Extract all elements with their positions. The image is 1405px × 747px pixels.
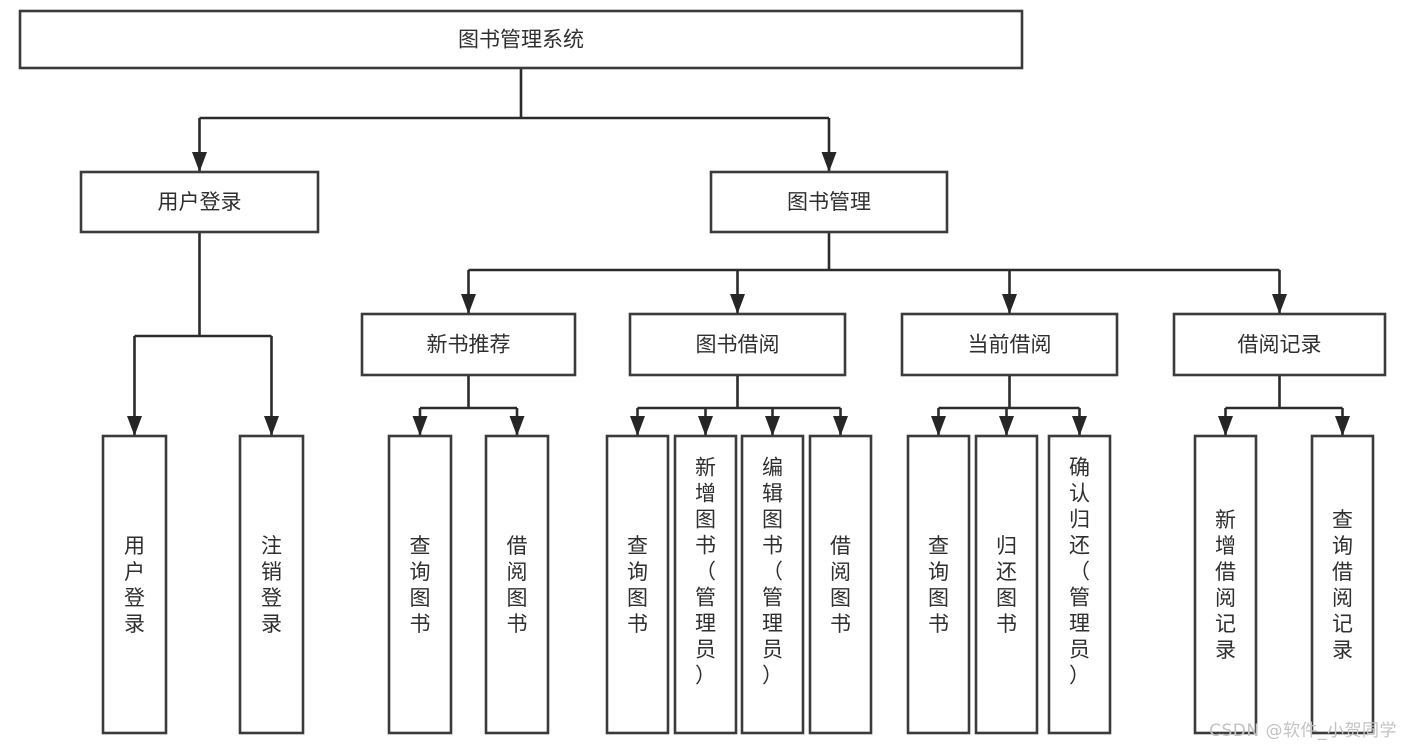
level3-node-3[interactable]: 借阅记录 [1172, 312, 1387, 377]
level2-node-label-0: 用户登录 [158, 190, 242, 214]
leaf-node-10-rect[interactable] [1047, 434, 1112, 735]
level3-node-label-1: 图书借阅 [696, 333, 780, 357]
level3-1-to-leaves-arrow-0 [630, 416, 645, 436]
leaf-node-2-rect[interactable] [387, 434, 453, 735]
leaf-node-4[interactable]: 查询图书 [605, 434, 670, 735]
leaf-node-4-rect[interactable] [605, 434, 670, 735]
level3-0-to-leaves-arrow-1 [509, 416, 525, 436]
level3-node-1-rect[interactable] [628, 312, 847, 377]
leaf-node-8-rect[interactable] [906, 434, 971, 735]
leaf-node-label-0: 用户登录 [124, 534, 145, 636]
leaf-node-label-8: 查询图书 [928, 534, 949, 636]
level3-0-to-leaves-arrow-0 [412, 416, 428, 436]
leaf-node-0[interactable]: 用户登录 [101, 434, 168, 735]
leaf-node-7-rect[interactable] [808, 434, 873, 735]
root-to-level2-arrow-1 [821, 152, 837, 172]
node-layer: 图书管理系统用户登录图书管理新书推荐图书借阅当前借阅借阅记录用户登录注销登录查询… [18, 9, 1387, 735]
leaf-node-1-rect[interactable] [238, 434, 305, 735]
level2-node-1[interactable]: 图书管理 [709, 170, 949, 234]
leaf-node-9[interactable]: 归还图书 [974, 434, 1039, 735]
root-to-level2-arrow-0 [192, 152, 207, 172]
leaf-node-0-rect[interactable] [101, 434, 168, 735]
level3-node-3-rect[interactable] [1172, 312, 1387, 377]
leaf-node-12[interactable]: 查询借阅记录 [1310, 434, 1375, 735]
login-to-leaves-arrow-1 [264, 416, 279, 436]
leaf-node-6-rect[interactable] [740, 434, 805, 735]
login-to-leaves-arrow-0 [127, 416, 142, 436]
root-node-book-management-system[interactable]: 图书管理系统 [18, 9, 1024, 70]
level3-2-to-leaves-arrow-0 [931, 416, 946, 436]
level3-3-to-leaves-arrow-1 [1335, 416, 1350, 436]
leaf-node-11[interactable]: 新增借阅记录 [1193, 434, 1258, 735]
level3-node-label-0: 新书推荐 [427, 333, 511, 357]
leaf-node-label-9: 归还图书 [996, 534, 1017, 636]
leaf-node-label-4: 查询图书 [627, 534, 648, 636]
level3-node-0-rect[interactable] [360, 312, 577, 377]
leaf-node-label-5: 新增图书（管理员） [695, 455, 716, 687]
level3-1-to-leaves-arrow-3 [833, 416, 848, 436]
level3-1-to-leaves-arrow-2 [765, 416, 780, 436]
level2-node-0[interactable]: 用户登录 [79, 170, 320, 234]
level3-3-to-leaves-arrow-0 [1218, 416, 1233, 436]
mgmt-to-level3-arrow-0 [461, 294, 476, 314]
leaf-node-label-1: 注销登录 [261, 534, 282, 636]
level3-node-0[interactable]: 新书推荐 [360, 312, 577, 377]
leaf-node-label-12: 查询借阅记录 [1332, 508, 1353, 662]
leaf-node-3-rect[interactable] [484, 434, 550, 735]
level3-node-2-rect[interactable] [900, 312, 1119, 377]
leaf-node-12-rect[interactable] [1310, 434, 1375, 735]
leaf-node-label-2: 查询图书 [410, 534, 431, 636]
root-node-label: 图书管理系统 [458, 28, 584, 52]
level2-node-0-rect[interactable] [79, 170, 320, 234]
level3-2-to-leaves-arrow-1 [999, 416, 1014, 436]
level3-node-2[interactable]: 当前借阅 [900, 312, 1119, 377]
leaf-node-label-6: 编辑图书（管理员） [762, 455, 783, 687]
root-node-book-management-system-rect[interactable] [18, 9, 1024, 70]
level3-node-1[interactable]: 图书借阅 [628, 312, 847, 377]
leaf-node-11-rect[interactable] [1193, 434, 1258, 735]
leaf-node-label-7: 借阅图书 [830, 534, 851, 636]
level2-node-1-rect[interactable] [709, 170, 949, 234]
leaf-node-2[interactable]: 查询图书 [387, 434, 453, 735]
connector-layer [127, 68, 1350, 436]
level3-2-to-leaves-arrow-2 [1072, 416, 1087, 436]
leaf-node-6[interactable]: 编辑图书（管理员） [740, 434, 805, 735]
leaf-node-9-rect[interactable] [974, 434, 1039, 735]
leaf-node-label-11: 新增借阅记录 [1215, 508, 1236, 662]
mgmt-to-level3-arrow-3 [1272, 294, 1287, 314]
leaf-node-5-rect[interactable] [673, 434, 738, 735]
leaf-node-5[interactable]: 新增图书（管理员） [673, 434, 738, 735]
level2-node-label-1: 图书管理 [787, 190, 871, 214]
level3-node-label-3: 借阅记录 [1238, 333, 1322, 357]
leaf-node-10[interactable]: 确认归还（管理员） [1047, 434, 1112, 735]
level3-node-label-2: 当前借阅 [968, 333, 1052, 357]
mgmt-to-level3-arrow-2 [1002, 294, 1017, 314]
leaf-node-3[interactable]: 借阅图书 [484, 434, 550, 735]
leaf-node-label-10: 确认归还（管理员） [1069, 455, 1090, 687]
leaf-node-8[interactable]: 查询图书 [906, 434, 971, 735]
leaf-node-1[interactable]: 注销登录 [238, 434, 305, 735]
leaf-node-7[interactable]: 借阅图书 [808, 434, 873, 735]
mgmt-to-level3-arrow-1 [730, 294, 745, 314]
level3-1-to-leaves-arrow-1 [698, 416, 713, 436]
leaf-node-label-3: 借阅图书 [507, 534, 528, 636]
